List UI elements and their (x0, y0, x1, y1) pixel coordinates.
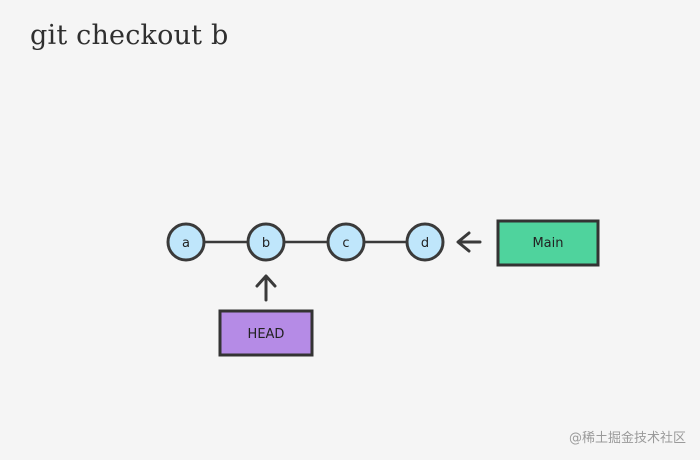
diagram-title: git checkout b (30, 20, 229, 51)
commit-b: b (246, 222, 286, 262)
main-branch-label: Main (532, 236, 563, 251)
commit-label: a (182, 236, 190, 251)
commit-label: b (262, 236, 270, 251)
watermark: @稀土掘金技术社区 (568, 431, 686, 446)
main-branch-ref: Main (496, 219, 600, 267)
commit-a: a (166, 222, 206, 262)
head-pointer-arrow-icon (255, 274, 277, 302)
head-ref: HEAD (218, 309, 314, 357)
main-pointer-arrow-icon (456, 231, 482, 253)
head-label: HEAD (248, 327, 285, 342)
commit-label: c (342, 236, 349, 251)
commit-d: d (405, 222, 445, 262)
commit-label: d (421, 236, 429, 251)
commit-c: c (326, 222, 366, 262)
